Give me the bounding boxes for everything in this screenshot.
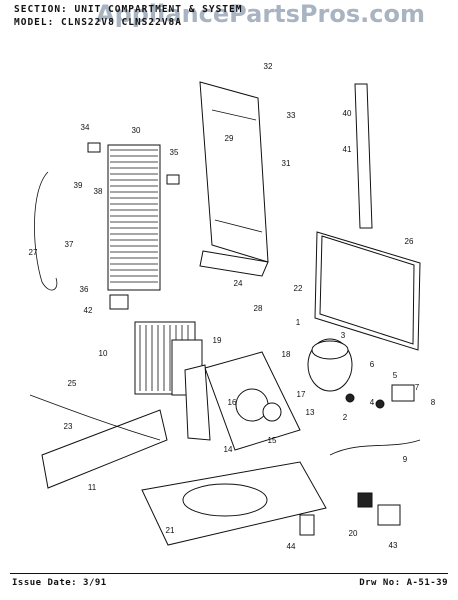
callout-31: 31	[282, 159, 291, 168]
callout-17: 17	[297, 390, 306, 399]
callout-35: 35	[170, 148, 179, 157]
callout-44: 44	[287, 542, 296, 551]
drain-trough	[199, 250, 269, 277]
callout-27: 27	[29, 248, 38, 257]
callout-3: 3	[341, 331, 346, 340]
callout-38: 38	[94, 187, 103, 196]
callout-36: 36	[80, 285, 89, 294]
callout-26: 26	[405, 237, 414, 246]
part-44	[299, 514, 315, 536]
callout-40: 40	[343, 109, 352, 118]
callout-22: 22	[294, 284, 303, 293]
drain-pan	[141, 461, 327, 546]
part-34	[87, 142, 101, 153]
callout-5: 5	[393, 371, 398, 380]
watermark: AppliancePartsPros.com	[96, 0, 425, 28]
back-panel	[199, 81, 269, 263]
fan-bracket	[204, 351, 301, 451]
callout-8: 8	[431, 398, 436, 407]
callout-33: 33	[287, 111, 296, 120]
callout-4: 4	[370, 398, 375, 407]
callout-21: 21	[166, 526, 175, 535]
callout-14: 14	[224, 445, 233, 454]
callout-7: 7	[415, 383, 420, 392]
callout-37: 37	[65, 240, 74, 249]
part-20	[357, 492, 373, 508]
callout-25: 25	[68, 379, 77, 388]
callout-32: 32	[264, 62, 273, 71]
grommet-2	[345, 393, 355, 403]
callout-13: 13	[306, 408, 315, 417]
callout-30: 30	[132, 126, 141, 135]
callout-20: 20	[349, 529, 358, 538]
compressor	[307, 338, 353, 392]
callout-34: 34	[81, 123, 90, 132]
fan-mount	[184, 364, 211, 441]
part-43	[377, 504, 401, 526]
footer-rule	[10, 573, 448, 574]
base-rail	[41, 409, 168, 489]
callout-15: 15	[268, 436, 277, 445]
drain-tube	[29, 394, 161, 441]
callout-39: 39	[74, 181, 83, 190]
callout-29: 29	[225, 134, 234, 143]
callout-43: 43	[389, 541, 398, 550]
model-line: MODEL: CLNS22V8 CLNS22V8A	[14, 17, 182, 28]
callout-16: 16	[228, 398, 237, 407]
callout-11: 11	[88, 483, 97, 492]
callout-28: 28	[254, 304, 263, 313]
callout-9: 9	[403, 455, 408, 464]
drawing-number: Drw No: A-51-39	[359, 578, 448, 588]
part-4	[375, 399, 385, 409]
callout-41: 41	[343, 145, 352, 154]
callout-18: 18	[282, 350, 291, 359]
relay-42	[109, 294, 129, 310]
overload-7	[391, 384, 415, 402]
issue-date: Issue Date: 3/91	[12, 578, 107, 588]
callout-10: 10	[99, 349, 108, 358]
callout-6: 6	[370, 360, 375, 369]
side-strip	[354, 83, 373, 229]
capillary-tube	[34, 171, 58, 291]
callout-24: 24	[234, 279, 243, 288]
part-35	[166, 174, 180, 185]
power-cord	[329, 439, 421, 456]
section-title: SECTION: UNIT COMPARTMENT & SYSTEM	[14, 4, 243, 15]
callout-2: 2	[343, 413, 348, 422]
callout-23: 23	[64, 422, 73, 431]
access-panel	[314, 231, 421, 351]
callout-19: 19	[213, 336, 222, 345]
callout-42: 42	[84, 306, 93, 315]
callout-1: 1	[296, 318, 301, 327]
condenser-coil	[107, 144, 161, 291]
